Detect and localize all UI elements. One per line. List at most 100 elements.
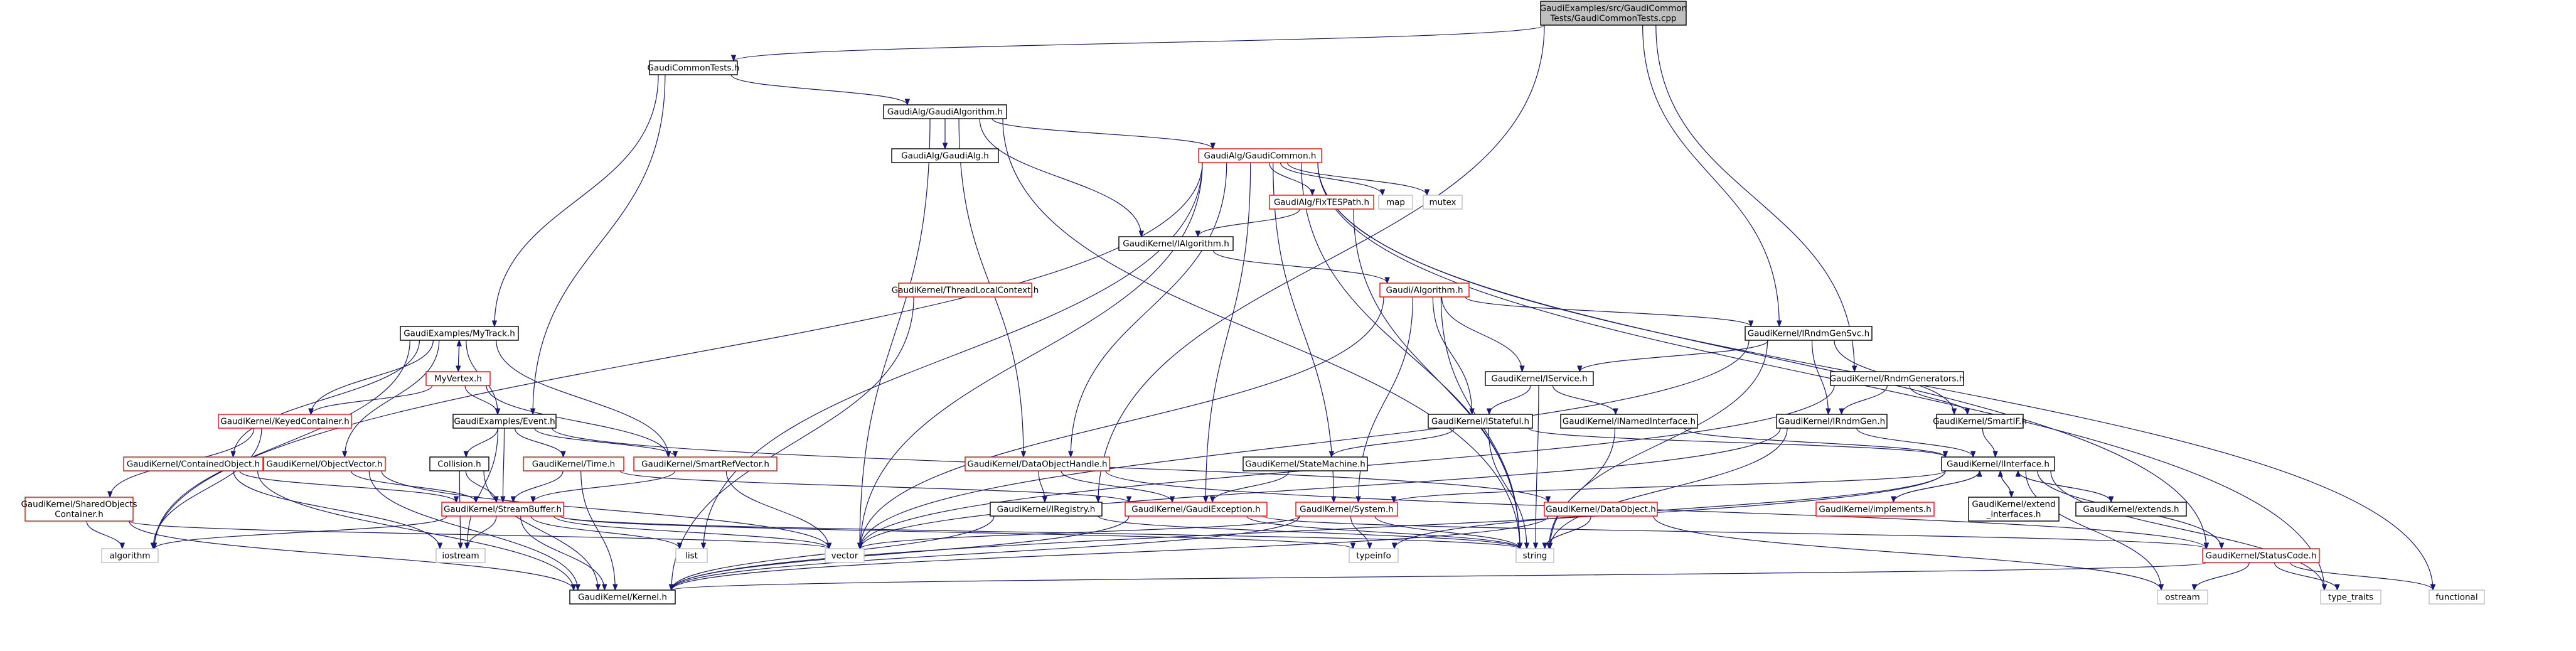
node-gex[interactable]: GaudiKernel/GaudiException.h — [1125, 502, 1268, 517]
edge-gct-to-ev — [530, 74, 666, 416]
node-kernel[interactable]: GaudiKernel/Kernel.h — [569, 589, 676, 605]
edge-sb-to-kernel — [520, 515, 607, 591]
node-label: GaudiKernel/ThreadLocalContext.h — [892, 286, 1039, 296]
node-list[interactable]: list — [675, 548, 708, 563]
node-sm[interactable]: GaudiKernel/StateMachine.h — [1243, 456, 1368, 471]
node-sys[interactable]: GaudiKernel/System.h — [1295, 502, 1398, 517]
edge-sc-to-ostream — [2191, 562, 2250, 591]
edge-sb-to-algorithm — [151, 515, 447, 550]
edge-iif-to-tt — [2050, 470, 2327, 591]
node-gc[interactable]: GaudiAlg/GaudiCommon.h — [1198, 148, 1322, 163]
node-box — [1515, 548, 1554, 563]
node-sc[interactable]: GaudiKernel/StatusCode.h — [2202, 548, 2320, 563]
edge-gc-to-sys — [1273, 162, 1337, 503]
node-ftes[interactable]: GaudiAlg/FixTESPath.h — [1269, 195, 1374, 210]
edge-gct-to-ga — [730, 74, 911, 106]
edge-ev-to-iostream — [464, 428, 499, 550]
node-map[interactable]: map — [1378, 195, 1413, 210]
node-tlc[interactable]: GaudiKernel/ThreadLocalContext.h — [892, 282, 1039, 298]
node-label: GaudiKernel/DataObject.h — [1546, 505, 1656, 515]
node-ov[interactable]: GaudiKernel/ObjectVector.h — [263, 456, 386, 471]
node-ialgo[interactable]: GaudiKernel/IAlgorithm.h — [1118, 236, 1234, 251]
edge-gc-to-tt — [1317, 162, 2327, 591]
node-time[interactable]: GaudiKernel/Time.h — [523, 456, 624, 471]
edge-co-to-iostream — [233, 470, 443, 550]
node-box — [2202, 548, 2320, 563]
node-box — [2075, 502, 2187, 517]
node-label: GaudiKernel/INamedInterface.h — [1563, 417, 1696, 427]
node-label: GaudiAlg/FixTESPath.h — [1274, 198, 1369, 208]
node-algorithm[interactable]: algorithm — [101, 548, 159, 563]
edge-tlc-to-kernel — [668, 296, 914, 591]
node-rgens[interactable]: GaudiKernel/RndmGenerators.h — [1830, 371, 1965, 386]
node-mutex[interactable]: mutex — [1423, 195, 1463, 210]
edge-gc-to-string — [1301, 162, 1523, 550]
edge-sc-to-functional — [2290, 562, 2436, 591]
node-iif[interactable]: GaudiKernel/IInterface.h — [1941, 456, 2055, 471]
node-ostream[interactable]: ostream — [2157, 589, 2208, 605]
node-galg[interactable]: GaudiAlg/GaudiAlg.h — [891, 148, 999, 163]
edge-isvc-to-istf — [1486, 385, 1531, 416]
edge-ini-to-iif — [1684, 428, 1948, 458]
edge-iif-to-typeinfo — [1391, 470, 1946, 550]
node-kc[interactable]: GaudiKernel/KeyedContainer.h — [218, 414, 352, 429]
node-gct[interactable]: GaudiCommonTests.h — [648, 60, 740, 75]
node-box — [101, 548, 159, 563]
node-label: GaudiKernel/System.h — [1300, 505, 1394, 515]
edge-ialgo-to-galgo — [1212, 250, 1390, 284]
node-vector[interactable]: vector — [825, 548, 865, 563]
node-galgo[interactable]: Gaudi/Algorithm.h — [1379, 282, 1470, 298]
edge-irg-to-iif — [1856, 428, 1976, 458]
node-srv[interactable]: GaudiKernel/SmartRefVector.h — [633, 456, 778, 471]
node-typeinfo[interactable]: typeinfo — [1349, 548, 1399, 563]
node-label: GaudiKernel/StateMachine.h — [1245, 460, 1365, 470]
node-label: GaudiKernel/IRndmGen.h — [1778, 417, 1885, 427]
node-string[interactable]: string — [1515, 548, 1554, 563]
node-mv[interactable]: MyVertex.h — [425, 371, 491, 386]
node-box — [441, 502, 564, 517]
node-box — [2320, 589, 2381, 605]
edge-isvc-to-ini — [1552, 385, 1618, 416]
node-irg[interactable]: GaudiKernel/IRndmGen.h — [1776, 414, 1888, 429]
edge-time-to-sb — [510, 470, 564, 503]
edge-iif-to-exti — [2000, 470, 2014, 498]
edge-root-to-ireg — [1095, 24, 1545, 503]
edge-rgens-to-irg — [1839, 385, 1888, 416]
node-ga[interactable]: GaudiAlg/GaudiAlgorithm.h — [883, 104, 1007, 119]
node-ini[interactable]: GaudiKernel/INamedInterface.h — [1560, 414, 1698, 429]
node-root[interactable]: GaudiExamples/src/GaudiCommonTests/Gaudi… — [1540, 1, 1687, 26]
node-impl[interactable]: GaudiKernel/implements.h — [1815, 502, 1935, 517]
node-label: vector — [831, 551, 858, 561]
node-functional[interactable]: functional — [2429, 589, 2485, 605]
node-exti[interactable]: GaudiKernel/extend_interfaces.h — [1968, 497, 2060, 522]
node-mt[interactable]: GaudiExamples/MyTrack.h — [400, 326, 519, 341]
edge-ev-to-sb — [500, 428, 506, 503]
node-box — [436, 548, 486, 563]
node-col[interactable]: Collision.h — [429, 456, 489, 471]
node-label: GaudiKernel/IStateful.h — [1431, 417, 1529, 427]
node-box — [1295, 502, 1398, 517]
node-ev[interactable]: GaudiExamples/Event.h — [452, 414, 557, 429]
node-box — [1125, 502, 1268, 517]
node-sb[interactable]: GaudiKernel/StreamBuffer.h — [441, 502, 564, 517]
node-doh[interactable]: GaudiKernel/DataObjectHandle.h — [965, 456, 1110, 471]
node-ext[interactable]: GaudiKernel/extends.h — [2075, 502, 2187, 517]
node-dobj[interactable]: GaudiKernel/DataObject.h — [1544, 502, 1658, 517]
node-sif[interactable]: GaudiKernel/SmartIF.h — [1933, 414, 2027, 429]
node-ireg[interactable]: GaudiKernel/IRegistry.h — [990, 502, 1103, 517]
edge-srv-to-sb — [530, 470, 676, 503]
node-label: Container.h — [55, 510, 104, 520]
edge-ga-to-galg — [942, 119, 948, 150]
edge-gct-to-mt — [491, 74, 659, 328]
edge-gc-to-ftes — [1269, 162, 1315, 196]
edge-irgs-to-irg — [1811, 340, 1831, 416]
node-co[interactable]: GaudiKernel/ContainedObject.h — [123, 456, 264, 471]
node-tt[interactable]: type_traits — [2320, 589, 2381, 605]
node-iostream[interactable]: iostream — [436, 548, 486, 563]
node-isvc[interactable]: GaudiKernel/IService.h — [1485, 371, 1594, 386]
node-irgs[interactable]: GaudiKernel/IRndmGenSvc.h — [1745, 326, 1873, 341]
node-box — [1941, 456, 2055, 471]
node-box — [1118, 236, 1234, 251]
node-istf[interactable]: GaudiKernel/IStateful.h — [1428, 414, 1533, 429]
